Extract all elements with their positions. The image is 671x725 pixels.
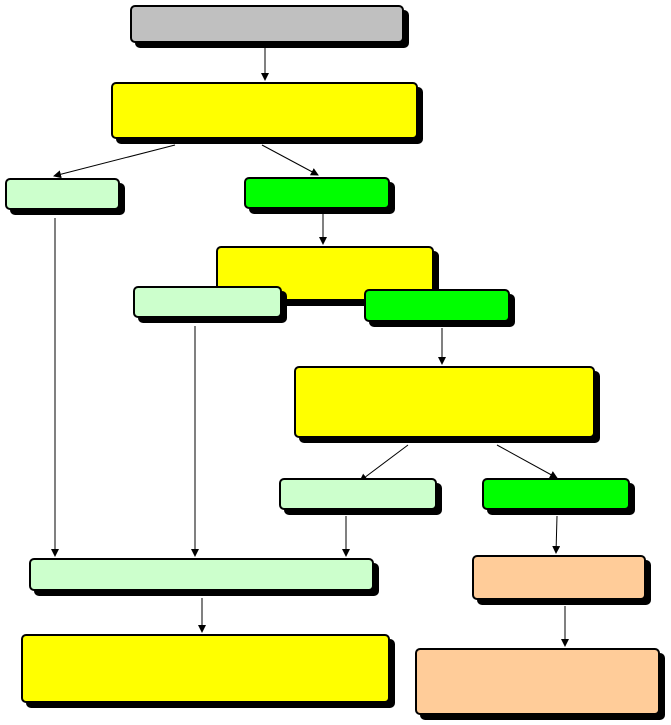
arrow-decision-3-to-branch-3-right [496,444,558,479]
start-box [130,5,404,43]
decision-box-1 [111,82,418,139]
branch-box-2-left [133,286,282,318]
arrow-branch-3-right-to-alt-step [552,515,561,554]
outcome-box-left [21,634,390,703]
arrow-decision-1-to-branch-1-left [53,144,176,179]
arrow-decision-1-to-branch-1-right [261,144,319,176]
branch-box-1-right [244,177,390,209]
decision-box-3 [294,366,595,438]
branch-box-2-right [364,289,510,322]
branch-box-1-left [5,178,120,210]
merge-box [29,558,374,591]
arrow-decision-3-to-branch-3-left [359,444,409,482]
branch-box-3-left [279,478,437,510]
branch-box-3-right [482,478,630,510]
alt-step-box [472,555,646,600]
outcome-box-right [415,648,660,715]
